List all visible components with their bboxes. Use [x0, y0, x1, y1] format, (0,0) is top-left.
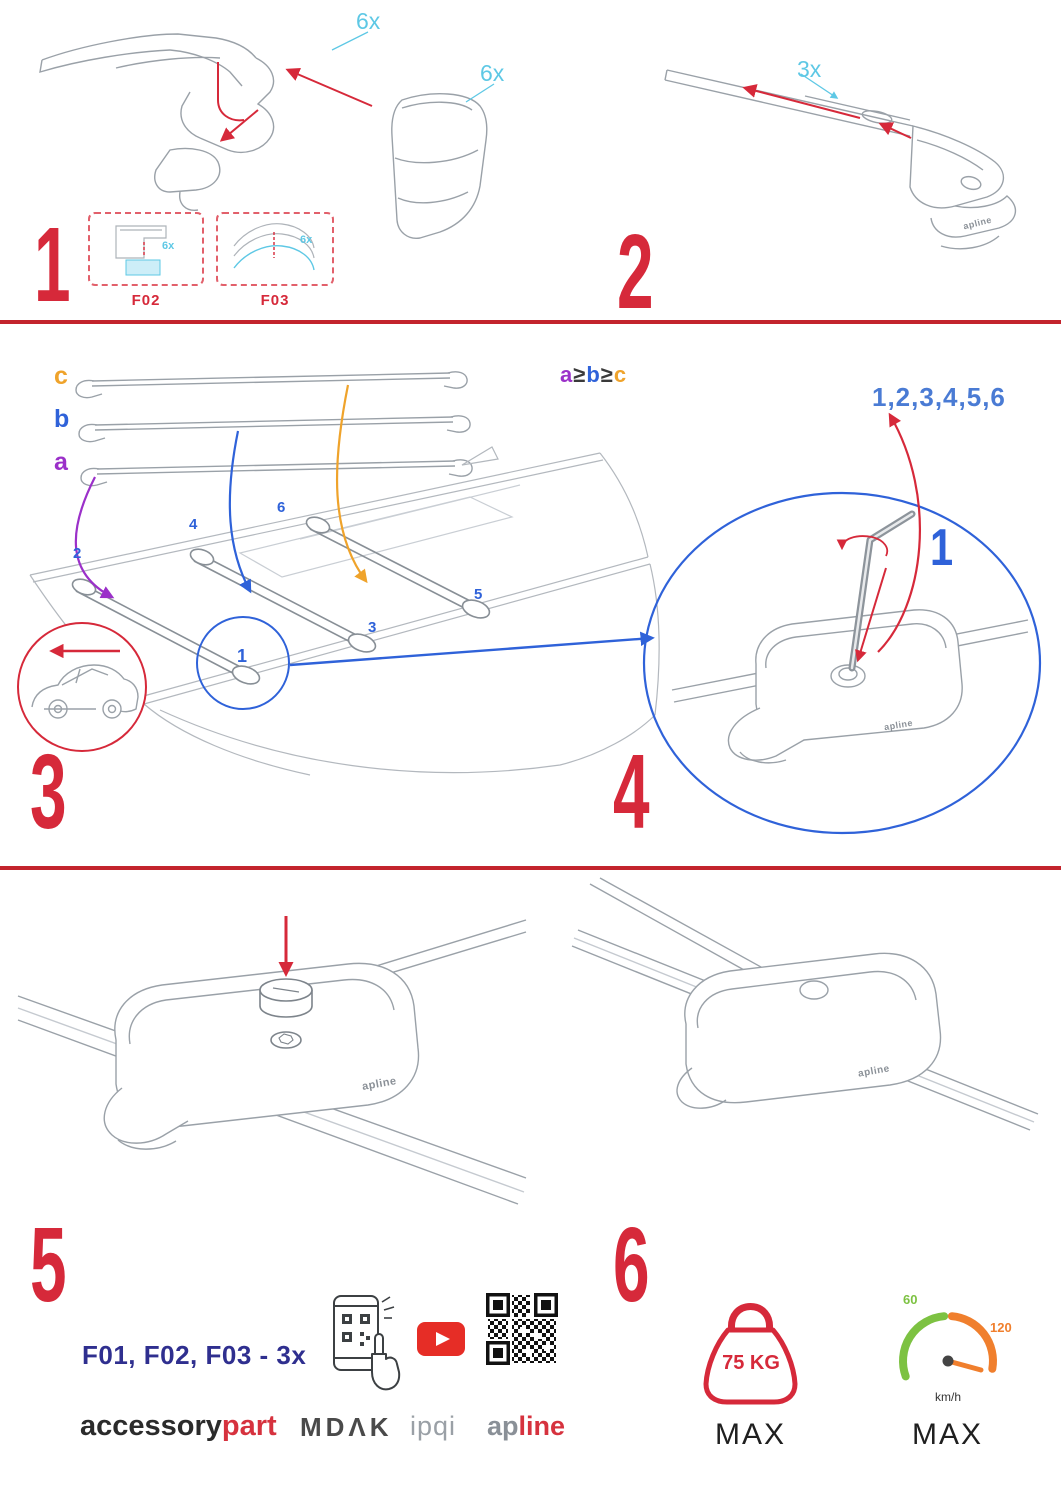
scan-phone-icon [333, 1295, 401, 1391]
section-divider-top [0, 320, 1061, 324]
brand-apline-line: line [518, 1411, 566, 1441]
part-box-f02-label: F02 [131, 292, 161, 309]
endcap-exploded-illustration [39, 31, 495, 239]
size-a-leader-arrow [74, 476, 115, 599]
endcap-parts [39, 33, 488, 239]
rotation-arrow [836, 535, 889, 557]
bar-size-label-c: c [54, 362, 68, 390]
youtube-icon [417, 1322, 465, 1356]
qty-label-cap: 6x [356, 8, 381, 34]
speed-max-label: MAX [911, 1418, 983, 1451]
position-label-2: 2 [73, 545, 82, 562]
qty-leader-lines [331, 31, 495, 103]
part-box-f03-icon [233, 223, 315, 271]
speed-high-label: 120 [990, 1320, 1012, 1335]
size-b-leader-arrow [228, 430, 252, 594]
section-divider-bottom [0, 866, 1061, 870]
part-box-f03-qty: 6x [300, 234, 313, 246]
crossbar-illustration [664, 69, 1017, 250]
car-direction-inset-circle [17, 622, 147, 752]
rule-ge-1: ≥ [573, 362, 587, 387]
brand-apline-ap: ap [487, 1411, 519, 1441]
step-1-number: 1 [34, 206, 71, 324]
part-box-f02: 6x [88, 212, 204, 286]
position-1-highlight-circle [196, 616, 290, 710]
brand-accessorypart: accessorypart [80, 1412, 277, 1441]
rule-c: c [613, 362, 628, 387]
weight-limit-icon [703, 1303, 798, 1405]
brand-mdak: MDΛK [300, 1412, 393, 1442]
bar-a [80, 459, 473, 487]
rule-ge-2: ≥ [600, 362, 614, 387]
brand-part: part [221, 1410, 277, 1442]
part-box-f03: 6x [216, 212, 334, 286]
clamp-detail [671, 609, 1029, 764]
parts-codes-label: F01, F02, F03 - 3x [82, 1340, 307, 1370]
red-assembly-arrows [217, 62, 373, 142]
step-3-number: 3 [30, 733, 67, 851]
size-order-rule: a≥b≥c [560, 362, 627, 388]
tightening-knob [259, 978, 313, 1049]
mounted-clamp-illustration [571, 877, 1039, 1131]
step-2-number: 2 [617, 213, 654, 331]
weight-limit-value: 75 KG [722, 1352, 780, 1374]
red-insert-arrows [742, 84, 912, 139]
detail-zoom-circle [642, 491, 1042, 835]
bar-size-label-a: a [54, 448, 68, 476]
tightening-detail-illustration [642, 412, 1042, 835]
mounted-crossbars [71, 516, 491, 685]
tighten-sequence-label: 1,2,3,4,5,6 [872, 382, 1006, 412]
hex-key-icon [848, 510, 916, 672]
car-side-sketch [31, 664, 139, 719]
speed-low-label: 60 [903, 1292, 918, 1307]
callout-1-label: 1 [930, 519, 954, 577]
position-label-1: 1 [237, 646, 248, 666]
qty-label-bars: 3x [797, 56, 822, 82]
closed-clamp-body [676, 952, 942, 1109]
pointing-hand-icon [371, 1333, 401, 1391]
position-label-6: 6 [277, 499, 286, 516]
speedometer-needle [945, 1358, 984, 1373]
weight-limit-max-label: MAX [714, 1418, 786, 1451]
part-box-f03-label: F03 [260, 292, 290, 309]
speed-limit-icon [899, 1312, 997, 1381]
part-box-f02-icon [115, 225, 167, 276]
sequence-arrow [877, 412, 921, 653]
qr-code-icon [486, 1293, 558, 1365]
position-label-4: 4 [189, 516, 198, 533]
brand-ipqi: ipqi [410, 1411, 457, 1441]
detail-pointer-arrow [289, 631, 655, 667]
press-down-arrow [855, 567, 887, 663]
knob-tightening-illustration [17, 916, 527, 1205]
roof-mounting-illustration [17, 371, 660, 776]
step-6-number: 6 [613, 1206, 650, 1324]
clamp-body [103, 962, 420, 1150]
rule-a: a [560, 362, 574, 387]
brand-apline: apline [487, 1413, 565, 1440]
qty-label-cover: 6x [480, 60, 505, 86]
brand-accessory: accessory [80, 1410, 222, 1442]
rule-b: b [586, 362, 601, 387]
part-box-f02-qty: 6x [162, 240, 175, 252]
step-4-number: 4 [613, 733, 650, 851]
step-5-number: 5 [30, 1206, 67, 1324]
position-label-5: 5 [474, 586, 483, 603]
speed-unit-label: km/h [934, 1390, 961, 1404]
clamp-foot [909, 125, 1017, 250]
bar-size-label-b: b [54, 405, 70, 433]
position-label-3: 3 [368, 619, 377, 636]
bar-b [78, 415, 471, 443]
bar-c [75, 371, 468, 399]
size-c-leader-arrow [335, 384, 368, 584]
